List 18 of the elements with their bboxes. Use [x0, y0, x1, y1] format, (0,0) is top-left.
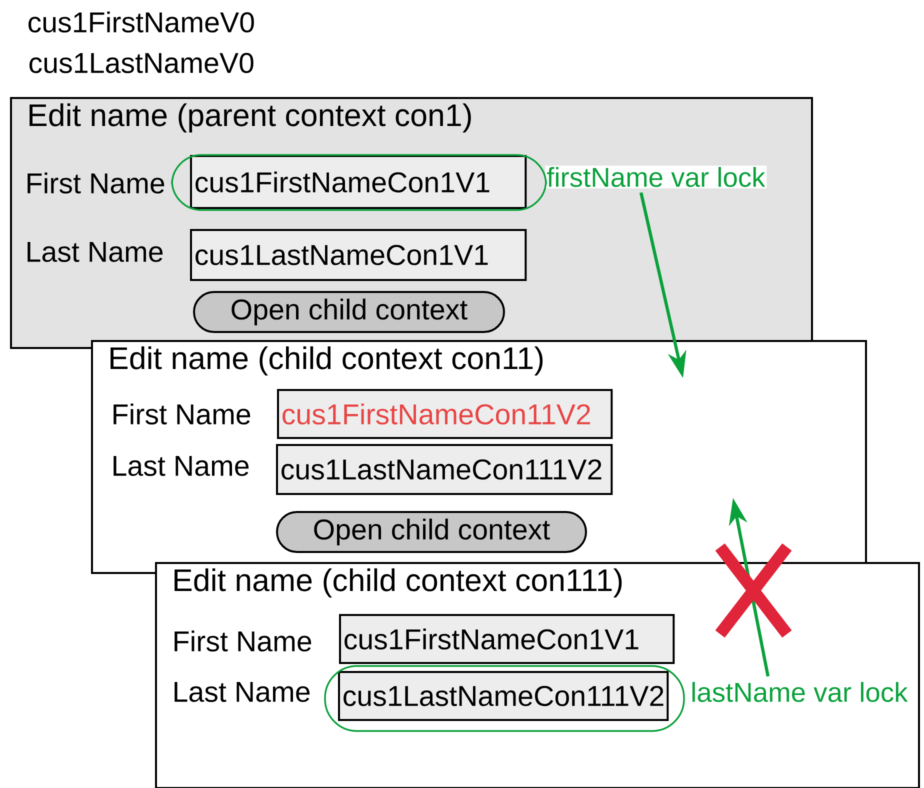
- field-label: First Name: [174, 630, 312, 652]
- field-label: Last Name: [28, 242, 163, 262]
- field-label: Last Name: [174, 682, 310, 702]
- annotation-text: firstName var lock: [545, 166, 767, 188]
- text-field: cus1LastNameCon111V2: [276, 444, 613, 495]
- text-field: cus1FirstNameCon11V2: [277, 389, 613, 439]
- text-field: cus1LastNameCon1V1: [190, 229, 527, 281]
- field-label: Last Name: [114, 456, 249, 476]
- text-field: cus1LastNameCon111V2: [338, 671, 669, 721]
- annotation-text: lastName var lock: [689, 680, 910, 704]
- button: Open child context: [193, 291, 505, 333]
- text-field: cus1FirstNameCon1V1: [190, 155, 527, 209]
- text-field: cus1FirstNameCon1V1: [339, 614, 675, 664]
- field-label: First Name: [114, 403, 250, 425]
- field-label: First Name: [28, 172, 164, 194]
- value-text: cus1FirstNameV0: [28, 11, 254, 33]
- button: Open child context: [276, 511, 587, 553]
- value-text: cus1LastNameV0: [30, 52, 254, 74]
